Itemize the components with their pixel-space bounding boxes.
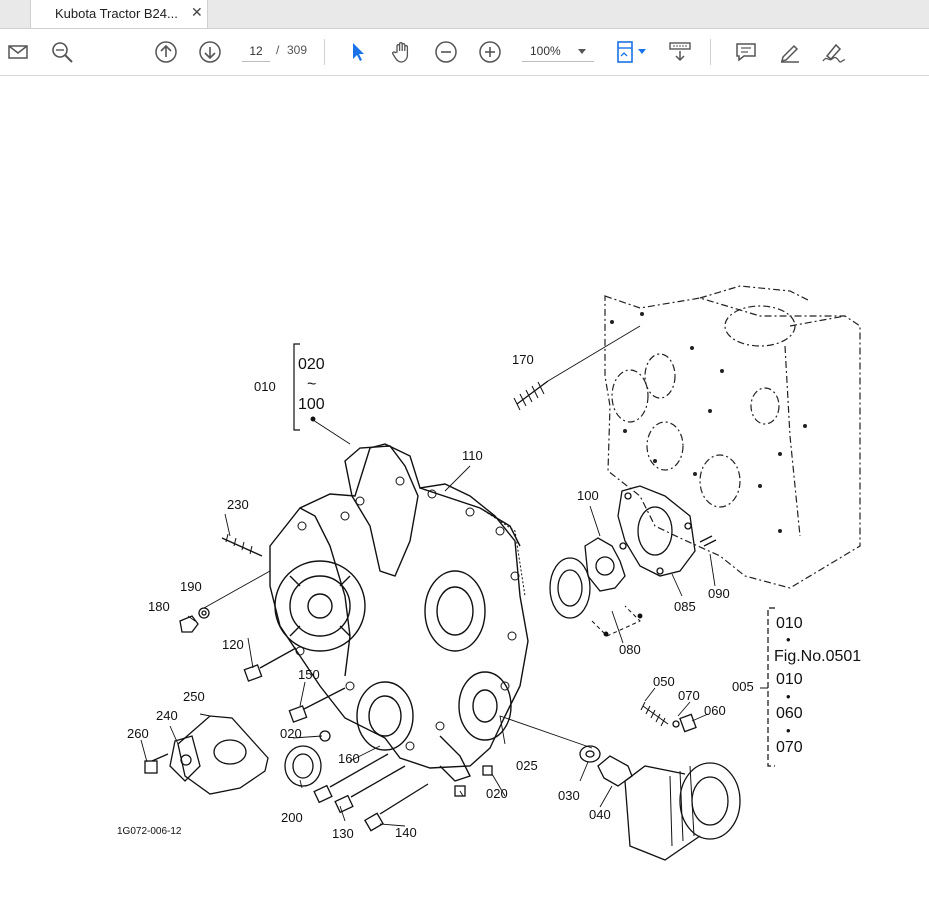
hand-pan-icon[interactable] <box>388 38 416 66</box>
page-down-icon[interactable] <box>196 38 224 66</box>
part-label: 250 <box>183 689 205 704</box>
part-label: 025 <box>516 758 538 773</box>
legend-line: • <box>786 723 791 738</box>
part-label: 040 <box>589 807 611 822</box>
part-label: 130 <box>332 826 354 841</box>
part-label: 090 <box>708 586 730 601</box>
part-label: 230 <box>227 497 249 512</box>
part-label: 020 <box>298 356 325 373</box>
legend-line: 070 <box>776 739 803 756</box>
page-number-input[interactable]: 12 <box>242 41 270 62</box>
part-label: 240 <box>156 708 178 723</box>
zoom-in-icon[interactable] <box>476 38 504 66</box>
part-label: 180 <box>148 599 170 614</box>
parts-diagram: 010 020 ~ 100 170 110 230 190 180 120 15… <box>117 285 861 861</box>
highlight-pen-icon[interactable] <box>776 38 804 66</box>
select-cursor-icon[interactable] <box>344 38 372 66</box>
gasket-110 <box>419 487 526 597</box>
part-label: 200 <box>281 810 303 825</box>
part-label: 120 <box>222 637 244 652</box>
comment-icon[interactable] <box>732 38 760 66</box>
part-label: 190 <box>180 579 202 594</box>
part-label: 020 <box>486 786 508 801</box>
legend-line: • <box>786 689 791 704</box>
zoom-value: 100% <box>530 44 561 58</box>
legend-bracket <box>767 607 775 767</box>
bolts-and-studs <box>144 380 741 861</box>
toolbar-divider <box>324 39 325 65</box>
part-label: 030 <box>558 788 580 803</box>
page-separator: / <box>276 43 280 57</box>
toolbar: 12 / 309 100% <box>0 29 929 76</box>
legend-line: Fig.No.0501 <box>774 648 861 665</box>
document-page[interactable]: 010 020 ~ 100 170 110 230 190 180 120 15… <box>0 76 929 918</box>
page-total: 309 <box>287 43 308 57</box>
part-label: ~ <box>307 376 316 393</box>
legend-line: 010 <box>776 615 803 632</box>
tab-title: Kubota Tractor B24... <box>55 6 178 21</box>
zoom-select[interactable]: 100% <box>522 41 594 62</box>
gear-case-body <box>269 443 529 782</box>
toolbar-divider <box>710 39 711 65</box>
part-label: 060 <box>704 703 726 718</box>
close-tab-icon[interactable]: ✕ <box>191 4 203 20</box>
tab-bar: Kubota Tractor B24... ✕ <box>0 0 929 29</box>
part-label: 260 <box>127 726 149 741</box>
part-label: 080 <box>619 642 641 657</box>
part-label: 100 <box>577 488 599 503</box>
chevron-down-icon <box>578 49 586 54</box>
part-label: 170 <box>512 352 534 367</box>
page-up-icon[interactable] <box>152 38 180 66</box>
part-label: 110 <box>462 448 483 463</box>
engine-block-outline <box>604 285 861 589</box>
legend-line: 010 <box>776 671 803 688</box>
oil-pump-assembly <box>549 485 717 619</box>
group-bracket-010 <box>293 343 300 431</box>
fit-page-icon[interactable] <box>612 38 652 66</box>
part-label: 020 <box>280 726 302 741</box>
part-label: 010 <box>254 379 276 394</box>
mail-icon[interactable] <box>4 38 32 66</box>
legend-line: 060 <box>776 705 803 722</box>
scroll-mode-icon[interactable] <box>666 38 694 66</box>
part-label: 150 <box>298 667 320 682</box>
oil-pump-bracket <box>591 605 641 637</box>
part-label: 100 <box>298 396 325 413</box>
part-label: 160 <box>338 751 360 766</box>
zoom-out-icon[interactable] <box>432 38 460 66</box>
zoom-search-icon[interactable] <box>48 38 76 66</box>
sign-icon[interactable] <box>820 38 848 66</box>
part-label: 050 <box>653 674 675 689</box>
part-label: 140 <box>395 825 417 840</box>
part-label: 070 <box>678 688 700 703</box>
gear-case-bolt-holes <box>295 476 520 751</box>
legend-line: • <box>786 632 791 647</box>
drawing-code: 1G072-006-12 <box>117 826 182 837</box>
engine-block-bolt-holes <box>610 312 807 533</box>
document-tab[interactable]: Kubota Tractor B24... ✕ <box>30 0 208 28</box>
leader-lines <box>140 325 716 827</box>
legend-group: 005 <box>732 679 754 694</box>
part-label: 085 <box>674 599 696 614</box>
